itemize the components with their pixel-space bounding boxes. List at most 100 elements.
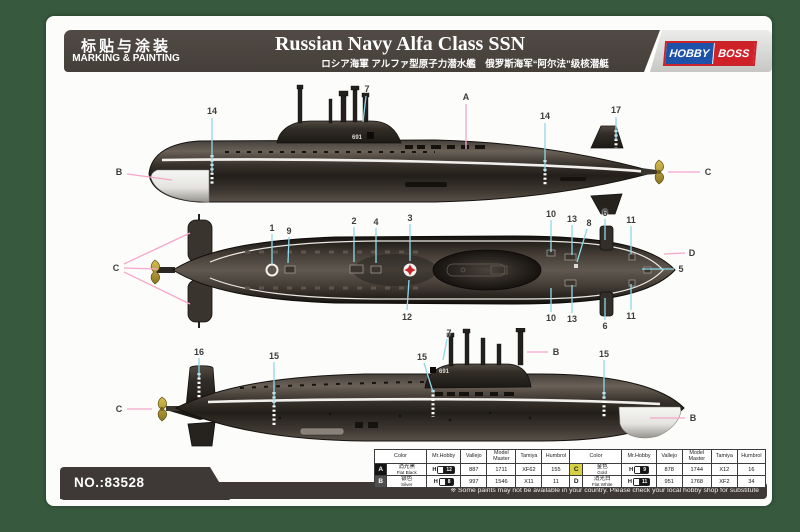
deck-texture [245,250,425,290]
deck-shadow [353,254,437,286]
callout-label-C: C [112,263,120,273]
kit-number: NO.:83528 [74,475,145,490]
callout-label-7: 7 [446,328,452,338]
color-name: 银色 Silver [386,475,427,488]
callout-label-6: 6 [602,321,608,331]
col-vallejo: Vallejo [460,449,488,464]
submarine-side-view-port: 691 [157,328,685,447]
callout-label-14: 14 [206,106,218,116]
col-modelmaster: Model Master [486,449,517,464]
sail [424,363,532,389]
logo-hobby: HOBBY [665,43,715,64]
callout-label-10: 10 [545,313,557,323]
callout-label-9: 9 [286,226,292,236]
col-color: Color [374,449,427,464]
callout-label-11: 11 [626,311,636,321]
kit-number-tab: NO.:83528 [60,467,230,500]
callout-label-13: 13 [566,214,578,224]
tamiya-code: X11 [515,475,543,488]
col-color: Color [569,449,623,464]
sail-top [432,249,542,291]
col-tamiya: Tamiya [710,449,738,464]
vallejo-code: 887 [460,463,488,476]
deck-outline [209,240,664,300]
sail [276,120,402,144]
vallejo-code: 878 [655,463,683,476]
col-modelmaster: Model Master [681,449,712,464]
sonar-dome [618,406,681,439]
callout-label-10: 10 [545,209,557,219]
marking-painting-cn: 标贴与涂装 [80,38,171,55]
col-tamiya: Tamiya [515,449,543,464]
roundel-marking [403,263,417,277]
vallejo-code: 997 [460,475,488,488]
page-title: Russian Navy Alfa Class SSN [274,33,526,55]
color-name: 金色 Gold [581,463,623,476]
flood-ports [405,145,586,187]
sail-hatch [367,132,374,139]
callout-label-12: 12 [401,312,413,322]
submarine-side-view-starboard: 691 [148,84,664,215]
propeller-icon [150,259,175,285]
color-key-c: C [569,463,583,476]
hobbyboss-logo: HOBBY BOSS [662,41,758,66]
callout-label-17: 17 [610,105,622,115]
humbrol-code: 155 [541,463,571,476]
masts [446,328,526,367]
col-mrhobby: Mr.Hobby [621,449,657,464]
hull-details [278,392,532,436]
humbrol-code: 34 [736,475,767,488]
vallejo-code: 951 [655,475,683,488]
bow-marking [574,264,578,268]
hull [174,373,685,442]
sail-details [446,263,508,277]
model-master-code: 1711 [486,463,517,476]
paint-conversion-table: Color Mr.Hobby Vallejo Model Master Tami… [373,449,767,488]
callout-label-2: 2 [351,216,357,226]
tamiya-code: XF62 [515,463,543,476]
tamiya-code: XF2 [710,475,738,488]
sonar-dome [150,169,210,203]
color-key-a: A [373,463,388,476]
model-master-code: 1768 [681,475,712,488]
callout-label-11: 11 [626,215,636,225]
callout-label-7: 7 [364,84,370,94]
col-humbrol: Humbrol [736,449,767,464]
hull [148,139,657,203]
callout-label-C: C [115,404,123,414]
marking-painting-en: MARKING & PAINTING [72,53,180,64]
paint-availability-note: ※ Some paints may not be available in yo… [450,487,759,494]
stern-planes [187,214,213,328]
callout-label-8: 8 [586,218,592,228]
tamiya-code: X12 [710,463,738,476]
model-master-code: 1546 [486,475,517,488]
callout-label-13: 13 [566,314,578,324]
deck-ring-marking [265,263,279,277]
callout-label-D: D [688,248,696,258]
callout-label-B: B [552,347,560,357]
callout-label-16: 16 [193,347,205,357]
callout-label-5: 5 [678,264,684,274]
callout-label-B: B [689,413,697,423]
callout-label-1: 1 [269,223,275,233]
col-vallejo: Vallejo [655,449,683,464]
color-key-b: B [373,475,388,488]
deck-hatches [284,249,652,287]
callout-label-14: 14 [539,111,551,121]
col-humbrol: Humbrol [541,449,571,464]
humbrol-code: 11 [541,475,571,488]
col-mrhobby: Mr.Hobby [425,449,462,464]
bow-planes [599,225,614,317]
hull-number-text: 691 [439,369,450,375]
callout-label-15: 15 [268,351,280,361]
sail-hatch [430,367,436,373]
color-name: 消光黑 Flat Black [386,463,427,476]
callout-label-3: 3 [407,213,413,223]
model-master-code: 1744 [681,463,712,476]
page-subtitle: ロシア海軍 アルファ型原子力潜水艦 俄罗斯海军“阿尔法”级核潜艇 [321,59,609,70]
